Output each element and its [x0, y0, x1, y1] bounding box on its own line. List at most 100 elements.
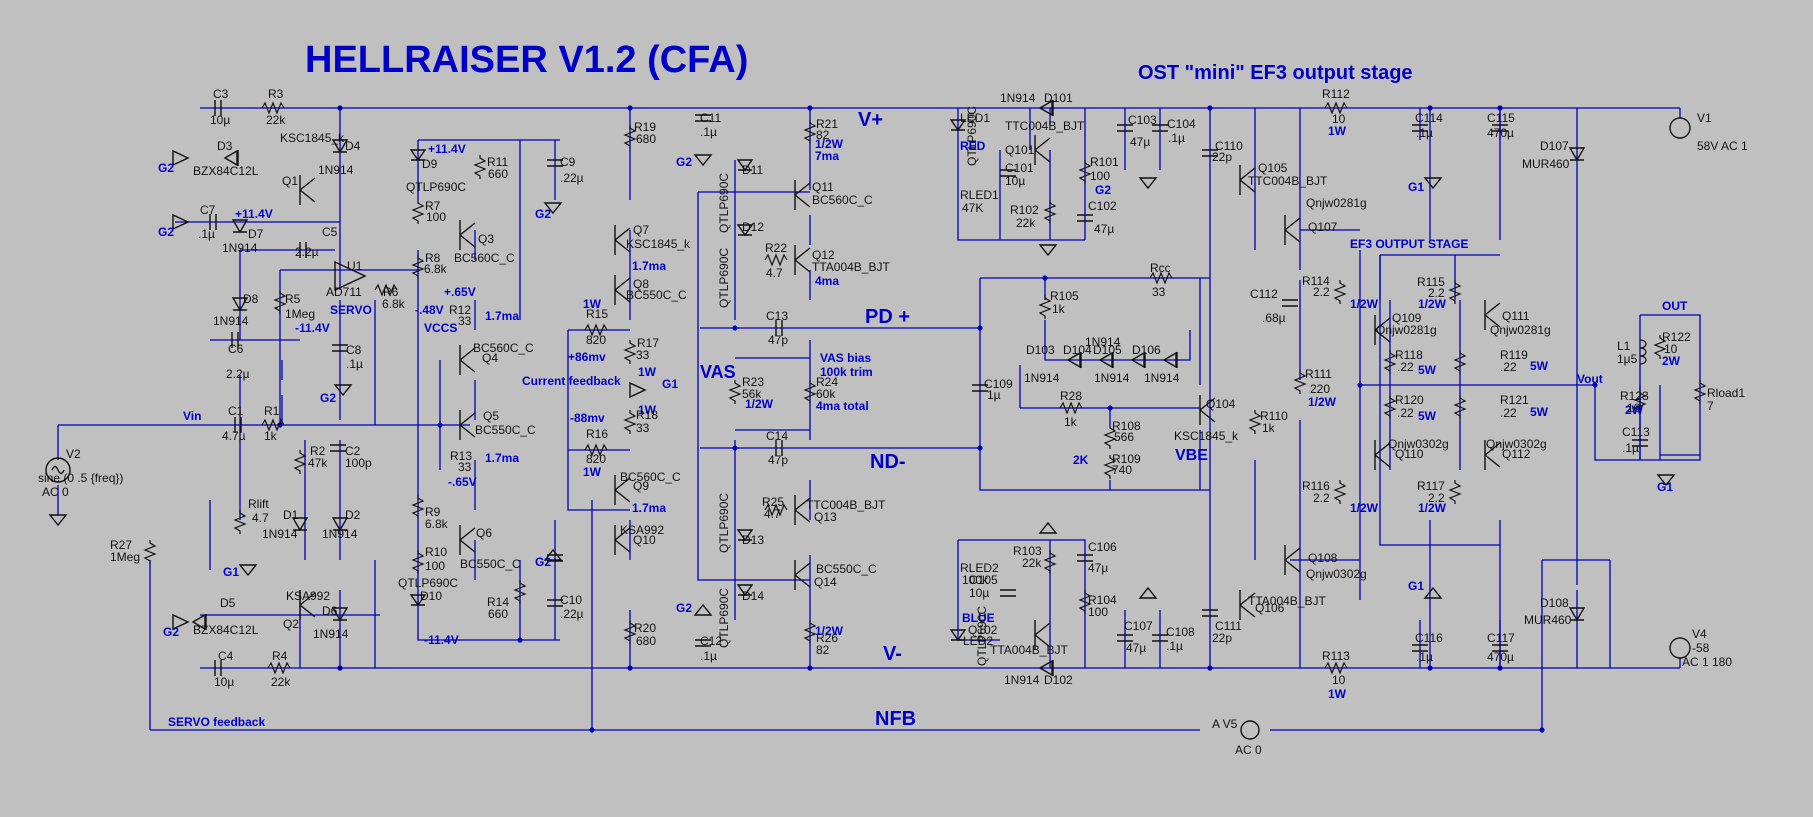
component-value: 566 [1114, 430, 1134, 444]
component-value: 660 [488, 607, 508, 621]
ground-label: G2 [320, 391, 336, 405]
component-value: 100p [345, 456, 372, 470]
component-name: R105 [1050, 289, 1079, 303]
component-value: 220 [1310, 382, 1330, 396]
component-value: KSA992 [620, 523, 664, 537]
voltage-labels: +11.4V +11.4V -11.4V -11.4V +.65V -.48V … [235, 142, 606, 647]
annotation: 1/2W [1418, 297, 1447, 311]
component-value: 10 [1332, 112, 1346, 126]
component-value: Qnjw0281g [1306, 196, 1367, 210]
component-value: 22p [1212, 150, 1232, 164]
component-name: R1 [264, 404, 280, 418]
component-name: C116 [1415, 631, 1443, 645]
component-value: QTLP690C [717, 588, 731, 648]
component-name: R104 [1088, 593, 1117, 607]
ground-label: G2 [535, 207, 551, 221]
component-value: .22µ [560, 607, 584, 621]
component-name: RLED2 [960, 561, 999, 575]
component-value: 1N914 [322, 527, 358, 541]
component-value: .1µ [198, 227, 215, 241]
component-value: QTLP690C [406, 180, 466, 194]
component-value: 1N914 [1000, 91, 1036, 105]
component-value: 740 [1112, 463, 1132, 477]
component-value: .22 [1397, 360, 1414, 374]
component-value: Qnjw0281g [1490, 323, 1551, 337]
annotation: 1W [583, 465, 602, 479]
component-name: R7 [425, 199, 441, 213]
net-out: OUT [1662, 299, 1688, 313]
component-name: R109 [1112, 452, 1141, 466]
annotation: 1W [1328, 124, 1347, 138]
component-value: .1µ [1168, 131, 1185, 145]
annotation: RED [960, 139, 986, 153]
component-name: Rload1 [1707, 386, 1745, 400]
component-name: R14 [487, 595, 509, 609]
annotation: 5W [1418, 409, 1437, 423]
component-name: Q102 [968, 623, 998, 637]
component-value: TTC004B_BJT [1005, 119, 1085, 133]
component-value: 6.8k [425, 517, 449, 531]
annotation: 4ma total [816, 399, 869, 413]
component-name: C107 [1124, 619, 1153, 633]
section-label: EF3 OUTPUT STAGE [1350, 237, 1468, 251]
ground-label: G1 [662, 377, 678, 391]
component-name: C13 [766, 309, 788, 323]
component-name: R111 [1305, 367, 1332, 381]
voltage-label: +11.4V [428, 142, 466, 156]
component-name: D2 [345, 508, 361, 522]
component-value: QTLP690C [717, 493, 731, 553]
component-name: Q106 [1255, 601, 1285, 615]
component-name: D5 [220, 596, 236, 610]
component-name: C2 [345, 444, 361, 458]
annotation: 1W [638, 403, 657, 417]
component-name: D13 [742, 533, 764, 547]
component-name: R16 [586, 427, 608, 441]
junction-dots [277, 105, 1598, 733]
component-name: C109 [984, 377, 1013, 391]
component-name: D1 [283, 508, 299, 522]
component-name: C102 [1088, 199, 1117, 213]
component-value: 10µ [214, 675, 234, 689]
component-value: .1µ [700, 649, 717, 663]
component-name: Q109 [1392, 311, 1422, 325]
component-name: D6 [322, 604, 338, 618]
component-value: .1µ [1416, 650, 1433, 664]
ground-label: G2 [676, 155, 692, 169]
component-value: 1Meg [110, 550, 140, 564]
component-value: MUR460 [1522, 157, 1570, 171]
component-name: R11 [487, 155, 508, 169]
ground-label: G2 [535, 555, 551, 569]
component-value: Qnjw0302g [1388, 437, 1449, 451]
component-name: Q104 [1206, 397, 1236, 411]
component-name: Q101 [1005, 143, 1035, 157]
component-name: Rlift [248, 497, 269, 511]
component-value: QTLP690C [975, 606, 989, 666]
component-value: 47p [768, 333, 788, 347]
component-name: D8 [243, 292, 259, 306]
component-name: Q1 [282, 174, 298, 188]
component-name: D102 [1044, 673, 1073, 687]
component-value: 47k [308, 456, 328, 470]
component-name: C112 [1250, 287, 1278, 301]
component-value: TTA004B_BJT [990, 643, 1068, 657]
component-name: R116 [1302, 479, 1330, 493]
component-value: BC550C_C [460, 557, 521, 571]
component-name: C11 [700, 111, 721, 125]
component-value: 820 [586, 333, 606, 347]
component-name: Rcc [1150, 261, 1171, 275]
annotation: 4ma [815, 274, 839, 288]
net-current-feedback: Current feedback [522, 374, 621, 388]
component-name: Q6 [476, 526, 492, 540]
component-value: 1N914 [1024, 371, 1060, 385]
component-value: 10µ [210, 113, 230, 127]
component-value: 1k [1052, 302, 1066, 316]
component-name: RLED1 [960, 188, 999, 202]
component-value: MUR460 [1524, 613, 1572, 627]
component-value: Qnjw0302g [1306, 567, 1367, 581]
component-name: R27 [110, 538, 132, 552]
component-value: 47µ [1126, 641, 1146, 655]
net-nfb: NFB [875, 708, 916, 730]
component-name: Q11 [812, 180, 834, 194]
source-v2-value: sine (0 .5 {freq}) [38, 471, 123, 485]
